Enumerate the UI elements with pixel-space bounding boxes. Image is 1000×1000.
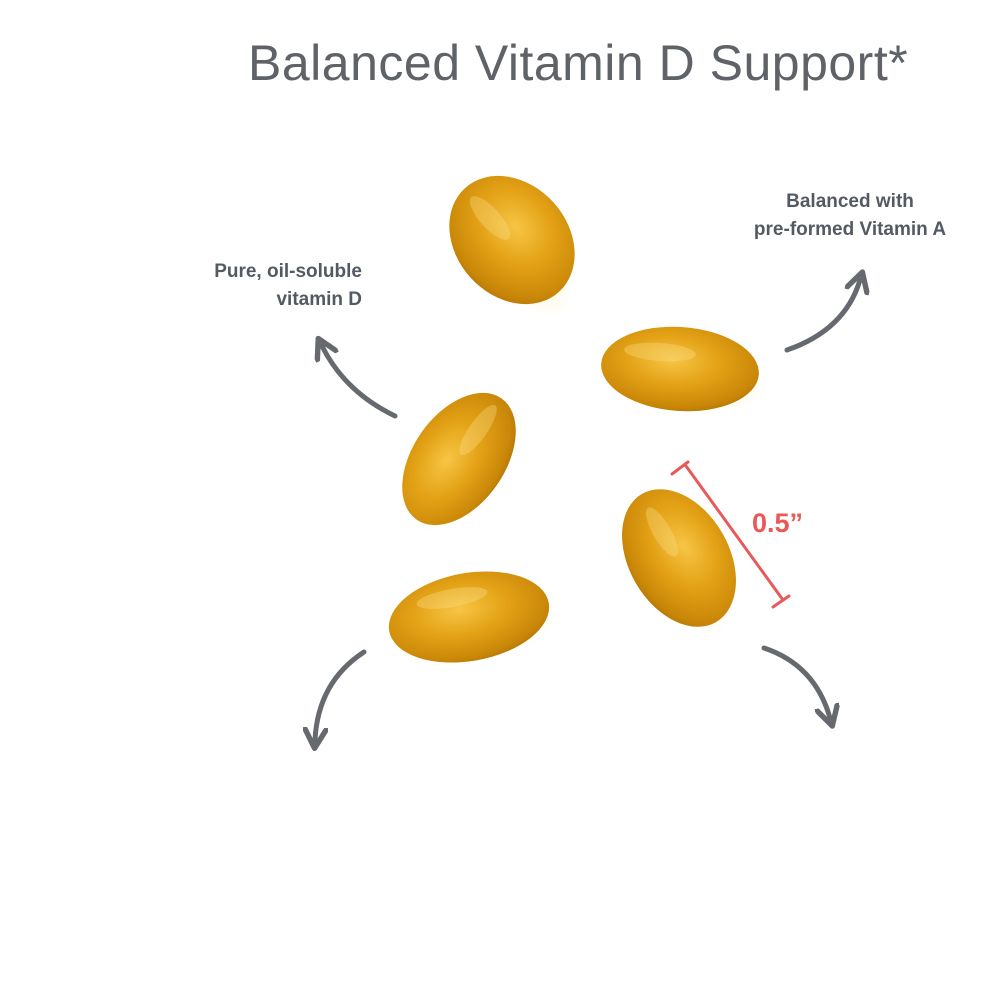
softgel-capsule-top (449, 175, 575, 319)
dimension-bracket (670, 460, 791, 609)
page-title: Balanced Vitamin D Support* (248, 35, 909, 91)
softgel-capsule-bottom-right (622, 489, 736, 637)
softgel-capsule-right (601, 326, 767, 414)
callout-vitamin-d: Pure, oil-soluble vitamin D (150, 258, 362, 314)
callout-vitamin-a-line2: pre-formed Vitamin A (753, 219, 947, 240)
callout-vitamin-a-line1: Balanced with (786, 191, 914, 212)
curved-arrow-icon (761, 645, 830, 718)
curved-arrow-icon (784, 280, 860, 353)
curved-arrow-icon (322, 346, 398, 419)
callout-vitamin-d-line2: vitamin D (276, 289, 362, 310)
curved-arrow-icon (315, 649, 367, 740)
callout-vitamin-a: Balanced with pre-formed Vitamin A (715, 188, 985, 244)
dimension-label: 0.5” (752, 508, 804, 538)
callout-vitamin-d-line1: Pure, oil-soluble (214, 261, 362, 282)
softgel-capsule-center (402, 392, 517, 533)
softgel-capsule-bottom-left (388, 571, 554, 663)
